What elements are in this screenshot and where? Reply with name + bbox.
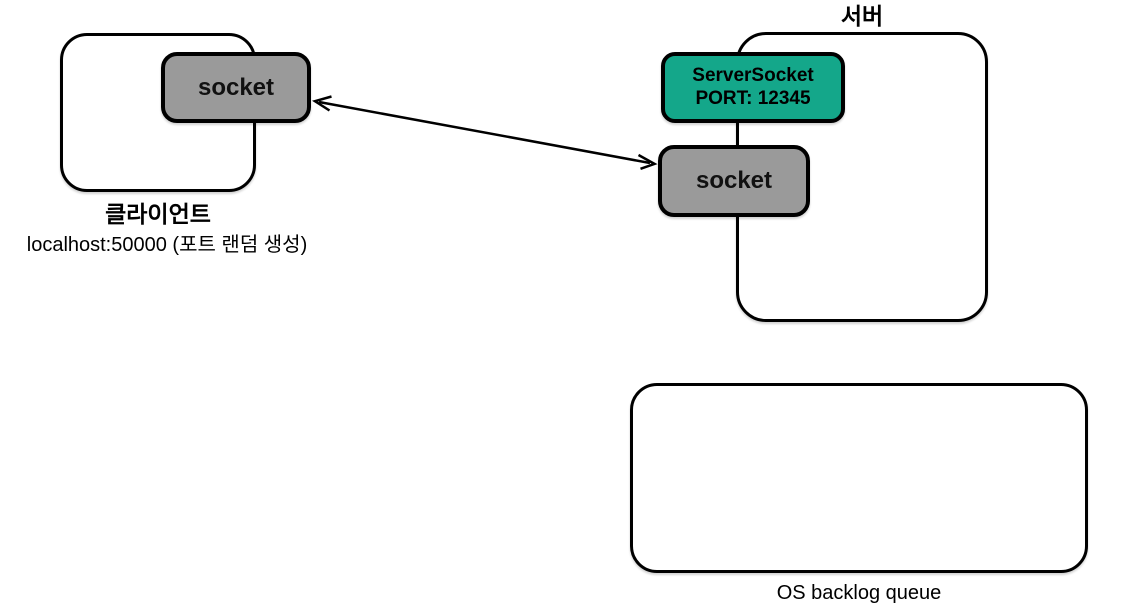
server-socket-name-label: ServerSocket: [692, 64, 814, 86]
server-accepted-socket-box: socket: [658, 145, 810, 217]
server-socket-label: socket: [695, 167, 773, 194]
connection-line: [318, 100, 651, 165]
client-label: 클라이언트: [105, 201, 211, 227]
arrowhead-right-icon: [637, 153, 658, 170]
os-backlog-queue-box: [630, 383, 1088, 573]
server-socket-port-label: PORT: 12345: [695, 87, 811, 109]
arrowhead-left-icon: [311, 95, 332, 112]
client-socket-box: socket: [161, 52, 311, 123]
client-socket-label: socket: [197, 73, 275, 101]
os-backlog-queue-label: OS backlog queue: [776, 582, 942, 604]
server-socket-box: ServerSocket PORT: 12345: [661, 52, 845, 123]
client-address-label: localhost:50000 (포트 랜덤 생성): [26, 234, 308, 256]
server-label: 서버: [840, 3, 884, 29]
